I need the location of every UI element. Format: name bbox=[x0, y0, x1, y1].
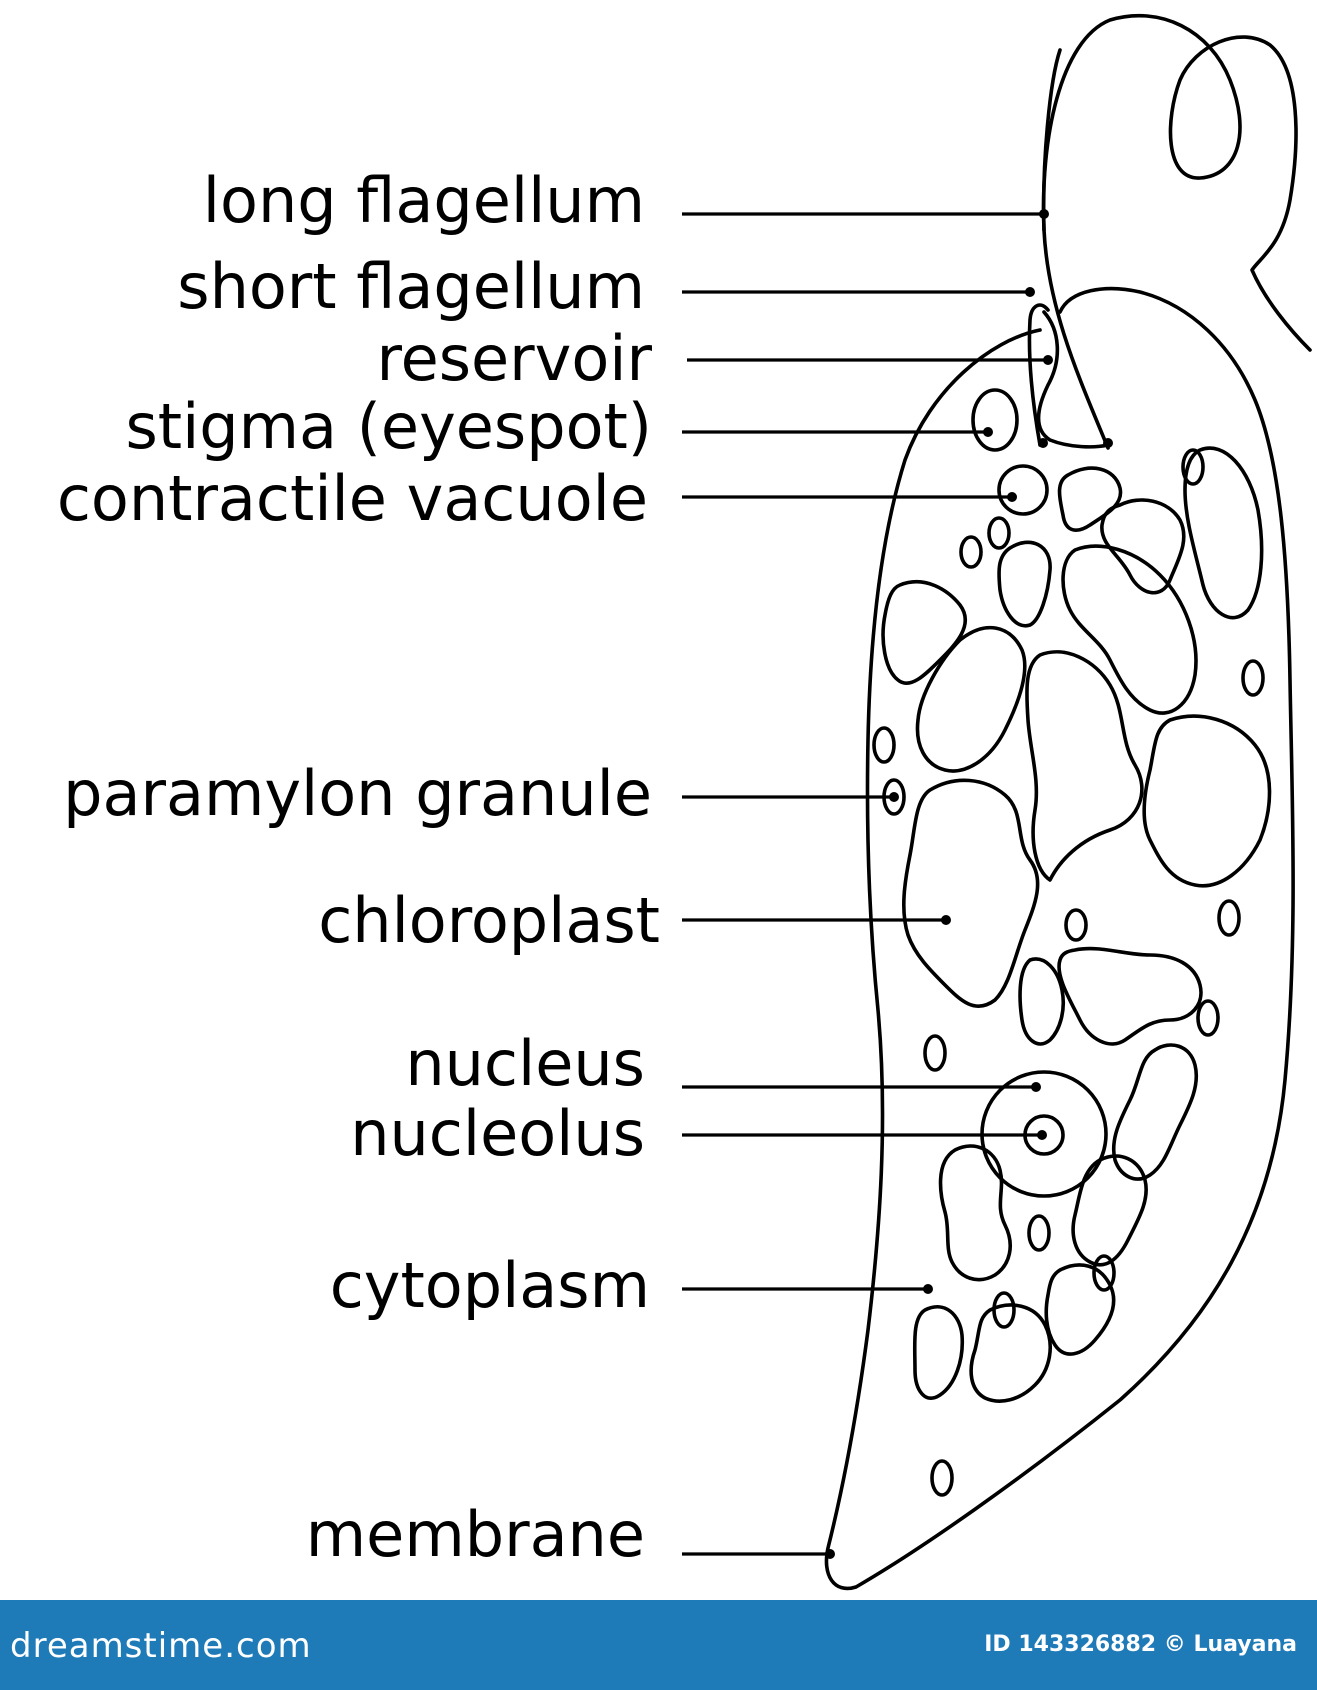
contractile-vacuole bbox=[997, 464, 1049, 516]
chloroplast bbox=[881, 579, 968, 685]
chloroplast bbox=[1100, 498, 1186, 595]
label-cytoplasm: cytoplasm bbox=[330, 1249, 650, 1322]
paramylon-granule bbox=[1241, 659, 1265, 697]
paramylon-granule bbox=[959, 535, 983, 569]
footer-credit: ID 143326882 © Luayana bbox=[984, 1632, 1297, 1657]
chloroplast bbox=[938, 1144, 1012, 1282]
dot-reservoir bbox=[1043, 355, 1053, 365]
copyright-symbol: © bbox=[1163, 1632, 1186, 1657]
label-chloroplast: chloroplast bbox=[318, 884, 660, 957]
paramylon-granule bbox=[930, 1459, 954, 1497]
paramylon-granule bbox=[1092, 1254, 1116, 1292]
dot-short-flagellum bbox=[1025, 287, 1035, 297]
chloroplast bbox=[1071, 1154, 1148, 1267]
paramylon-granule bbox=[992, 1291, 1016, 1329]
paramylon-granule bbox=[1027, 1214, 1051, 1252]
chloroplast bbox=[1044, 1263, 1116, 1356]
chloroplast bbox=[902, 778, 1040, 1008]
paramylon-granule bbox=[987, 516, 1011, 550]
paramylon-granule bbox=[872, 726, 896, 764]
chloroplast bbox=[997, 540, 1052, 628]
nucleolus bbox=[1023, 1114, 1065, 1156]
label-membrane: membrane bbox=[306, 1498, 645, 1571]
chloroplast bbox=[1057, 466, 1123, 532]
chloroplast bbox=[1018, 957, 1066, 1046]
stigma-eyespot bbox=[971, 388, 1019, 452]
label-nucleus: nucleus bbox=[405, 1027, 645, 1100]
chloroplast bbox=[1061, 544, 1198, 715]
dot-stigma-3 bbox=[1103, 438, 1113, 448]
paramylon-granule bbox=[1217, 899, 1241, 937]
dot-contractile-vacuole bbox=[1007, 492, 1017, 502]
author-name: Luayana bbox=[1193, 1632, 1297, 1657]
long-flagellum-inner bbox=[1041, 48, 1062, 232]
chloroplast bbox=[1057, 946, 1203, 1046]
label-contractile-vacuole: contractile vacuole bbox=[57, 462, 648, 535]
reservoir bbox=[1036, 310, 1110, 449]
dreamstime-logo: dreamstime.com bbox=[10, 1626, 312, 1666]
labels: long flagellum short flagellum reservoir… bbox=[57, 164, 660, 1571]
chloroplast bbox=[1025, 650, 1144, 882]
dot-stigma-2 bbox=[1038, 438, 1048, 448]
cell-membrane bbox=[824, 286, 1295, 1591]
nucleus bbox=[980, 1070, 1108, 1198]
label-paramylon-granule: paramylon granule bbox=[63, 757, 652, 830]
paramylon-granule bbox=[1196, 999, 1220, 1037]
dot-stigma bbox=[983, 427, 993, 437]
label-reservoir: reservoir bbox=[376, 322, 652, 395]
label-nucleolus: nucleolus bbox=[350, 1097, 645, 1170]
footer-bar: dreamstime.com ID 143326882 © Luayana bbox=[0, 1600, 1317, 1690]
chloroplast bbox=[1183, 446, 1264, 620]
label-short-flagellum: short flagellum bbox=[177, 250, 645, 323]
dot-nucleolus bbox=[1037, 1130, 1047, 1140]
euglena-cell bbox=[824, 14, 1312, 1591]
image-id: ID 143326882 bbox=[984, 1632, 1157, 1657]
chloroplast bbox=[969, 1303, 1052, 1403]
paramylon-granule bbox=[882, 778, 906, 816]
label-stigma: stigma (eyespot) bbox=[125, 390, 652, 463]
leader-lines bbox=[682, 212, 1048, 1556]
paramylon-granules bbox=[872, 448, 1265, 1497]
dot-cytoplasm bbox=[923, 1284, 933, 1294]
paramylon-granule bbox=[1064, 908, 1088, 942]
long-flagellum bbox=[1041, 14, 1312, 450]
paramylon-granule bbox=[923, 1034, 947, 1072]
pointer-dots bbox=[825, 209, 1113, 1559]
euglena-diagram: long flagellum short flagellum reservoir… bbox=[57, 14, 1312, 1591]
dot-long-flagellum bbox=[1039, 209, 1049, 219]
dot-paramylon-granule bbox=[889, 792, 899, 802]
short-flagellum bbox=[1027, 303, 1050, 447]
label-long-flagellum: long flagellum bbox=[203, 164, 645, 237]
chloroplasts bbox=[881, 446, 1272, 1403]
chloroplast bbox=[915, 625, 1027, 773]
dot-chloroplast bbox=[941, 915, 951, 925]
dot-membrane bbox=[825, 1549, 835, 1559]
paramylon-granule bbox=[1181, 448, 1205, 486]
chloroplast bbox=[1111, 1043, 1199, 1181]
chloroplast bbox=[912, 1305, 965, 1400]
dot-nucleus bbox=[1031, 1082, 1041, 1092]
chloroplast bbox=[1142, 714, 1272, 888]
